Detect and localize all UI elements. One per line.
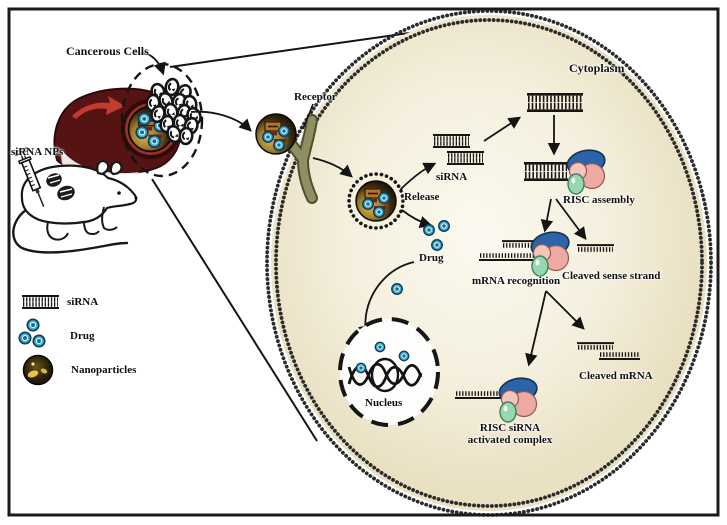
endosome-icon bbox=[347, 172, 405, 230]
mouse-tail bbox=[12, 208, 129, 254]
scene-arrows bbox=[133, 51, 252, 132]
nanoparticle-icon bbox=[256, 114, 296, 154]
label-risc-sirna-activated-complex: RISC siRNA activated complex bbox=[467, 422, 553, 446]
label-cancerous-cells: Cancerous Cells bbox=[66, 44, 149, 58]
drug-icon bbox=[18, 318, 46, 348]
cleaved-sense-strand-icon bbox=[577, 244, 614, 252]
mouse-ear bbox=[96, 159, 110, 176]
sirna-duplex-icon bbox=[524, 162, 568, 181]
mouse-ear bbox=[109, 160, 123, 176]
sirna-duplex-icon bbox=[527, 93, 583, 112]
legend-icons bbox=[18, 295, 59, 386]
label-receptor: Receptor bbox=[294, 91, 337, 103]
legend-label-drug: Drug bbox=[70, 330, 95, 342]
legend-label-nanoparticles: Nanoparticles bbox=[71, 364, 137, 376]
syringe-icon bbox=[13, 146, 45, 208]
blood-flow-arrow bbox=[72, 96, 125, 119]
sirna-duplex-icon bbox=[433, 134, 484, 165]
label-sirna-nps: siRNA NPs bbox=[11, 146, 64, 158]
label-sirna: siRNA bbox=[436, 171, 468, 183]
mouse-illustration bbox=[12, 159, 138, 254]
mrna-strand-icon bbox=[479, 240, 536, 261]
cleaved-mrna-icon bbox=[577, 342, 640, 360]
label-release: Release bbox=[404, 191, 440, 203]
sirna-duplex-icon bbox=[22, 295, 59, 309]
legend-label-sirna: siRNA bbox=[67, 296, 99, 308]
figure-frame bbox=[7, 7, 720, 517]
nucleus-icon bbox=[338, 317, 440, 427]
label-mrna-recognition: mRNA recognition bbox=[472, 275, 561, 287]
label-cleaved-sense-strand: Cleaved sense strand bbox=[562, 270, 661, 282]
label-nucleus: Nucleus bbox=[365, 397, 403, 409]
label-cytoplasm: Cytoplasm bbox=[569, 61, 625, 75]
tumor-spots bbox=[46, 173, 75, 201]
label-risc-assembly: RISC assembly bbox=[563, 194, 635, 206]
label-drug: Drug bbox=[419, 252, 444, 264]
nanoparticle-icon bbox=[22, 354, 54, 386]
label-cleaved-mrna: Cleaved mRNA bbox=[579, 370, 653, 382]
mouse-eye bbox=[117, 191, 121, 195]
guide-strand-icon bbox=[455, 391, 502, 399]
mouse-nose bbox=[134, 196, 138, 200]
receptor-pointer-line bbox=[302, 103, 314, 130]
